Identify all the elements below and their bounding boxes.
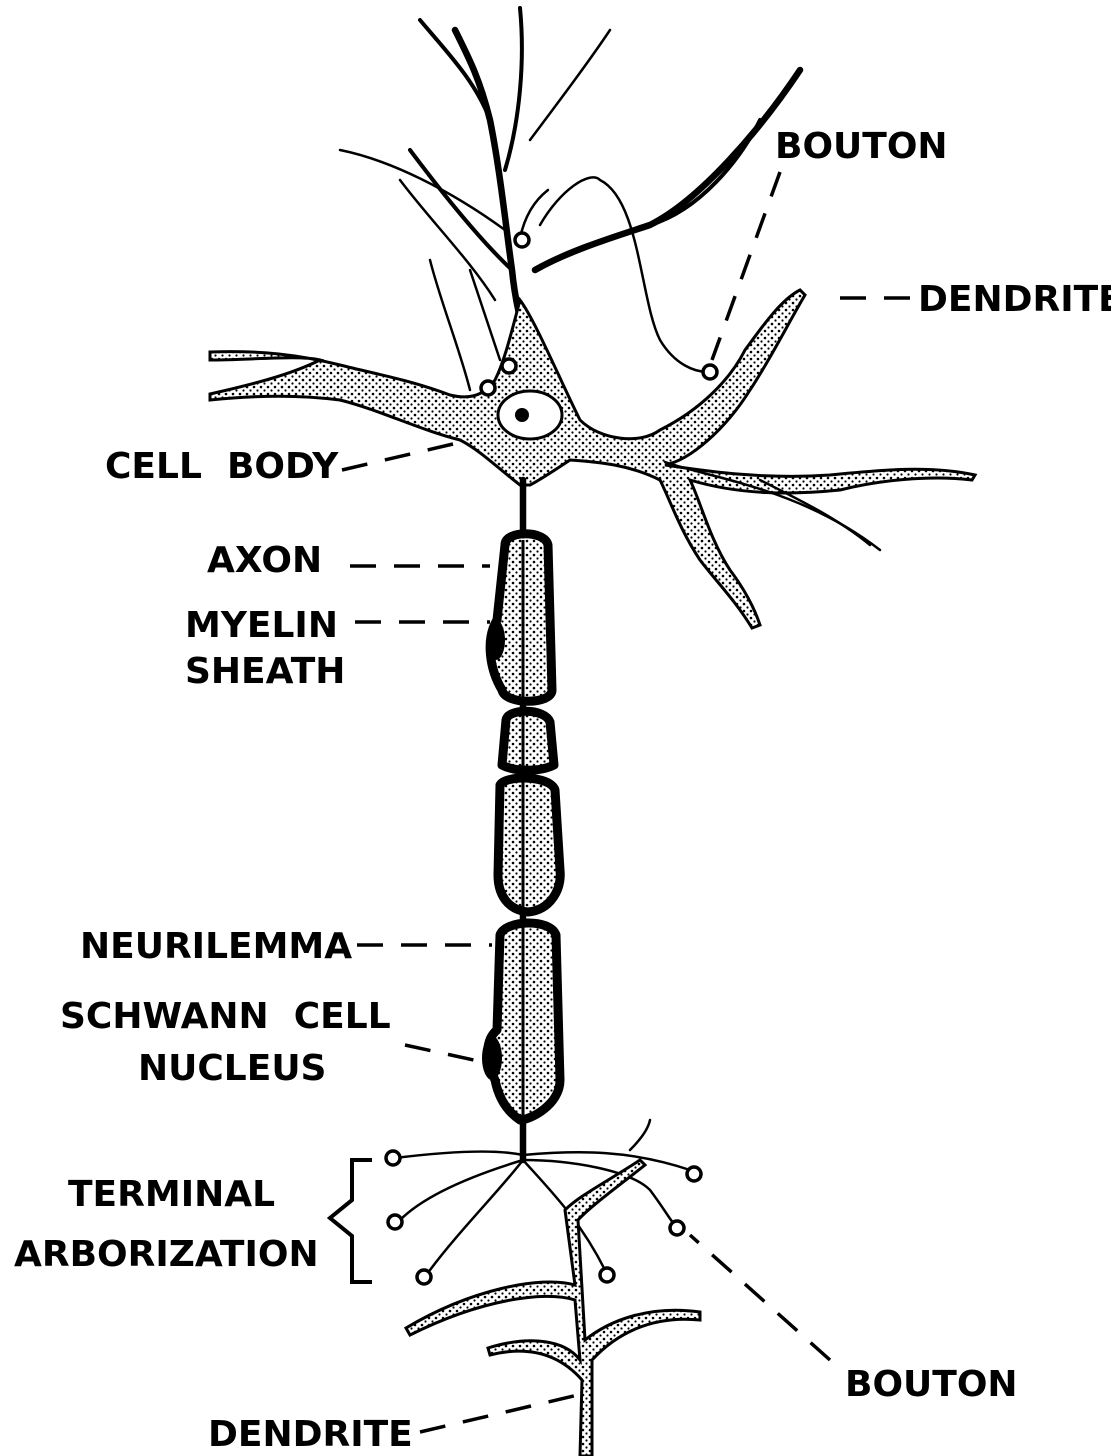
labels: BOUTON DENDRITE CELL BODY AXON MYELIN SH… [14, 126, 1111, 1455]
bouton-knob [481, 381, 495, 395]
bouton-knob [502, 359, 516, 373]
myelin-segment [502, 711, 554, 770]
leader-lines [330, 172, 910, 1432]
bouton-knob [388, 1215, 402, 1229]
schwann-nucleus [482, 1036, 502, 1080]
bouton-knob [687, 1167, 701, 1181]
bouton-knob [417, 1270, 431, 1284]
label-dendrite-top: DENDRITE [918, 279, 1111, 320]
label-cell-body: CELL BODY [105, 446, 339, 487]
bouton-knob [386, 1151, 400, 1165]
label-myelin-line2: SHEATH [185, 651, 345, 692]
label-terminal-line2: ARBORIZATION [14, 1234, 319, 1275]
label-terminal-line1: TERMINAL [68, 1174, 275, 1215]
bouton-knob [515, 233, 529, 247]
terminal-bracket [330, 1160, 372, 1282]
label-dendrite-bottom: DENDRITE [208, 1414, 413, 1455]
bouton-knob [670, 1221, 684, 1235]
myelin-segment [498, 778, 560, 912]
axon [482, 480, 560, 1160]
label-axon: AXON [207, 540, 322, 581]
bouton-knob [600, 1268, 614, 1282]
nucleolus-dot [515, 408, 529, 422]
label-neurilemma: NEURILEMMA [80, 926, 352, 967]
myelin-segment [490, 534, 552, 702]
bouton-knob [703, 365, 717, 379]
upper-dendrites [340, 8, 800, 390]
label-bouton-bottom: BOUTON [845, 1364, 1018, 1405]
label-schwann-line1: SCHWANN CELL [60, 996, 391, 1037]
nucleus-oval [498, 391, 562, 439]
label-bouton-top: BOUTON [775, 126, 948, 167]
label-schwann-line2: NUCLEUS [138, 1048, 326, 1089]
label-myelin-line1: MYELIN [185, 605, 338, 646]
myelin-bump [487, 620, 505, 660]
terminal-arborization [395, 1120, 690, 1270]
lower-dendrite [406, 1160, 700, 1456]
